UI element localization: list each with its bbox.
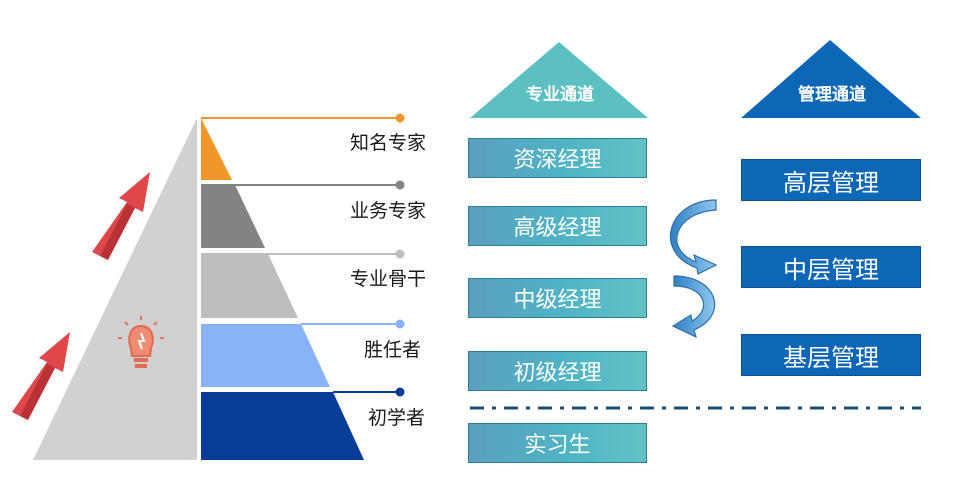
level-label-beginner: 初学者 — [368, 407, 426, 429]
mgr-box-base: 基层管理 — [741, 334, 921, 376]
pro-box-advanced-manager: 高级经理 — [468, 206, 647, 246]
curved-arrow-up-icon — [671, 275, 716, 339]
level-label-backbone: 专业骨干 — [350, 268, 427, 290]
pro-box-senior-manager: 资深经理 — [468, 138, 647, 178]
up-arrow-icon — [92, 172, 150, 260]
leader-dot-4 — [395, 319, 405, 329]
pyramid-back — [33, 118, 197, 460]
level-label-business-expert: 业务专家 — [350, 200, 427, 222]
mgr-box-middle: 中层管理 — [741, 246, 921, 288]
curved-arrow-down-icon — [669, 199, 718, 275]
level-label-competent: 胜任者 — [364, 339, 422, 361]
lightbulb-icon — [118, 316, 164, 368]
pro-box-junior-manager: 初级经理 — [468, 351, 647, 391]
management-track-title: 管理通道 — [798, 85, 866, 105]
pyramid-slice-5 — [201, 392, 364, 460]
management-track-triangle — [741, 40, 921, 118]
professional-track-title: 专业通道 — [526, 85, 594, 105]
leader-dot-5 — [395, 387, 405, 397]
mgr-box-senior: 高层管理 — [741, 159, 921, 201]
pyramid-slice-2 — [201, 185, 265, 248]
pyramid-slice-1 — [201, 118, 232, 180]
pyramid-slice-4 — [201, 324, 330, 387]
pro-box-intermediate-manager: 中级经理 — [468, 278, 647, 318]
leader-dot-3 — [395, 249, 405, 259]
level-label-expert: 知名专家 — [350, 132, 427, 154]
professional-track-triangle — [470, 42, 648, 118]
up-arrow-icon — [12, 332, 70, 420]
pyramid-slice-3 — [201, 254, 298, 318]
leader-dot-2 — [395, 180, 405, 190]
leader-dot-1 — [395, 113, 405, 123]
pro-box-intern: 实习生 — [468, 423, 647, 463]
